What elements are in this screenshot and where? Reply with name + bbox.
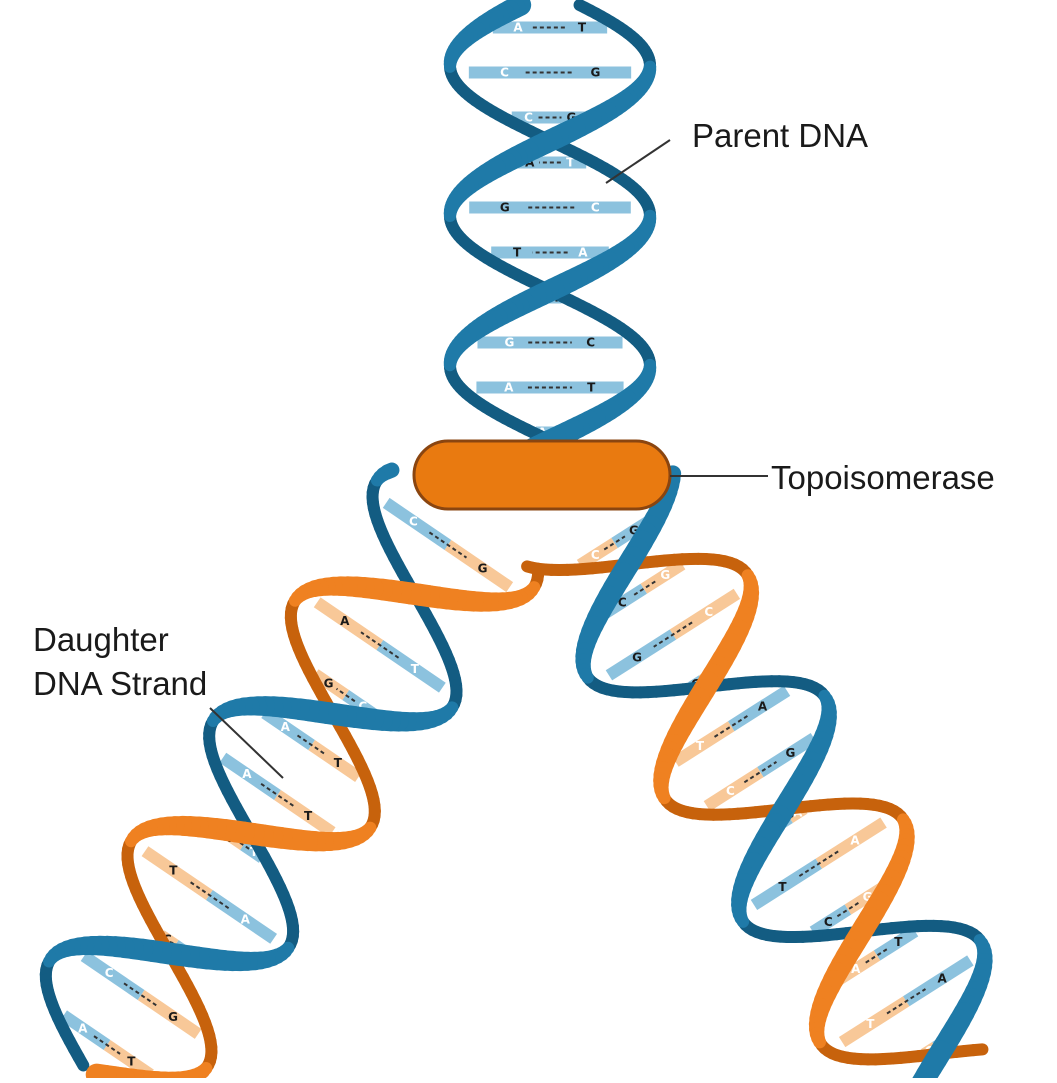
right-daughter-helix-base-right: G — [785, 746, 795, 760]
parent-helix-base-left: G — [504, 336, 514, 350]
left-daughter-helix-base-left: A — [281, 720, 291, 734]
right-daughter-helix-base-right: T — [778, 880, 787, 894]
left-daughter-helix-base-right: A — [340, 614, 350, 628]
left-daughter-helix-base-right: T — [169, 863, 178, 877]
left-daughter-helix-base-right: T — [334, 756, 343, 770]
right-daughter-helix-base-left: T — [696, 739, 705, 753]
right-daughter-helix-base-right: C — [824, 915, 833, 929]
left-daughter-helix-strand-b — [131, 838, 133, 841]
daughter-strand-label-line1: Daughter — [33, 620, 169, 660]
left-daughter-helix-strand-b — [97, 1075, 106, 1076]
left-daughter-helix-strand-b — [295, 597, 298, 600]
parent-helix-base-right: T — [513, 246, 522, 260]
right-daughter-helix-strand-a — [818, 1038, 820, 1042]
left-daughter-helix-base-right: G — [478, 562, 488, 576]
left-daughter-helix-base-left: C — [409, 514, 418, 528]
parent-helix-base-right: T — [578, 21, 587, 35]
topoisomerase-shape — [414, 441, 670, 509]
left-daughter-helix-base-right: T — [127, 1055, 136, 1069]
parent-helix-base-left: C — [591, 201, 600, 215]
left-daughter-helix-base-right: T — [304, 809, 313, 823]
right-daughter-helix-strand-b — [741, 918, 743, 922]
parent-helix-base-right: G — [591, 66, 601, 80]
parent-helix-base-right: C — [586, 336, 595, 350]
parent-helix-base-left: A — [578, 246, 588, 260]
right-daughter-helix-base-left: C — [726, 784, 735, 798]
parent-helix-base-left: A — [504, 381, 514, 395]
topoisomerase-label: Topoisomerase — [771, 458, 995, 498]
left-daughter-helix-base-left: A — [78, 1021, 88, 1035]
right-daughter-helix-base-left: C — [704, 605, 713, 619]
parent-helix-base-left: A — [513, 21, 523, 35]
daughter-strand-label-line2: DNA Strand — [33, 664, 207, 704]
parent-helix-base-left: C — [500, 66, 509, 80]
right-daughter-helix-base-right: A — [938, 971, 948, 985]
right-daughter-helix-base-right: T — [894, 935, 903, 949]
left-daughter-helix-strand-a — [213, 718, 216, 721]
base-pair-layer: ATCGCGTACGATATGCATATCGCGTACGATATTAATGCCG… — [64, 21, 971, 1075]
left-daughter-helix-base-left: T — [411, 662, 420, 676]
left-daughter-helix-strand-a — [79, 1057, 84, 1065]
right-daughter-helix-strand-b — [586, 674, 588, 678]
parent-dna-label: Parent DNA — [692, 116, 868, 156]
right-daughter-helix-base-left: G — [660, 568, 670, 582]
right-daughter-helix-strand-a — [663, 794, 665, 798]
left-daughter-helix-base-left: A — [242, 767, 252, 781]
right-daughter-helix-base-left: T — [866, 1017, 875, 1031]
left-daughter-helix-strand-a — [49, 958, 51, 961]
right-daughter-helix-base-left: A — [850, 834, 860, 848]
right-daughter-helix-base-right: G — [632, 650, 642, 664]
left-daughter-helix-base-left: A — [241, 913, 251, 927]
left-daughter-helix-strand-a — [377, 477, 380, 480]
right-daughter-helix-strand-a — [974, 1049, 983, 1050]
parent-dna-leader-line — [606, 140, 670, 183]
parent-helix-base-right: G — [500, 201, 510, 215]
right-daughter-helix-base-left: C — [591, 548, 600, 562]
right-daughter-helix-base-right: A — [758, 699, 768, 713]
left-daughter-helix-base-left: C — [105, 966, 114, 980]
parent-helix-base-right: T — [587, 381, 596, 395]
left-daughter-helix-base-right: G — [168, 1010, 178, 1024]
